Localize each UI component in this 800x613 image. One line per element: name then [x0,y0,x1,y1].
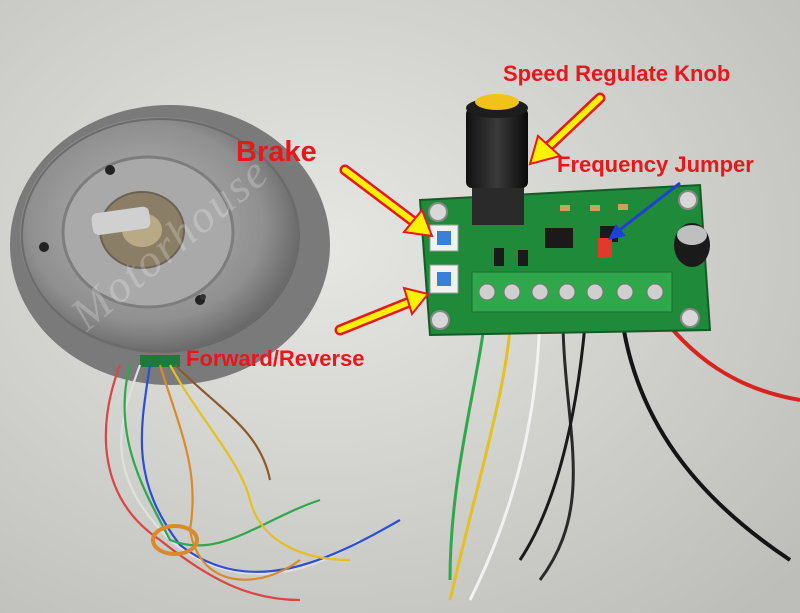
controller-board [418,183,712,337]
frequency-arrow [608,181,681,240]
bldc-motor [10,105,330,385]
speed-knob-label: Speed Regulate Knob [503,61,731,86]
frequency-jumper-label: Frequency Jumper [557,152,754,177]
forward-reverse-arrow [334,286,430,336]
brake-arrow [339,164,434,238]
forward-reverse-label: Forward/Reverse [186,346,365,371]
knob-arrow [528,92,606,166]
brake-label: Brake [236,136,317,168]
speed-knob [466,94,528,225]
motor-wires [104,364,401,602]
